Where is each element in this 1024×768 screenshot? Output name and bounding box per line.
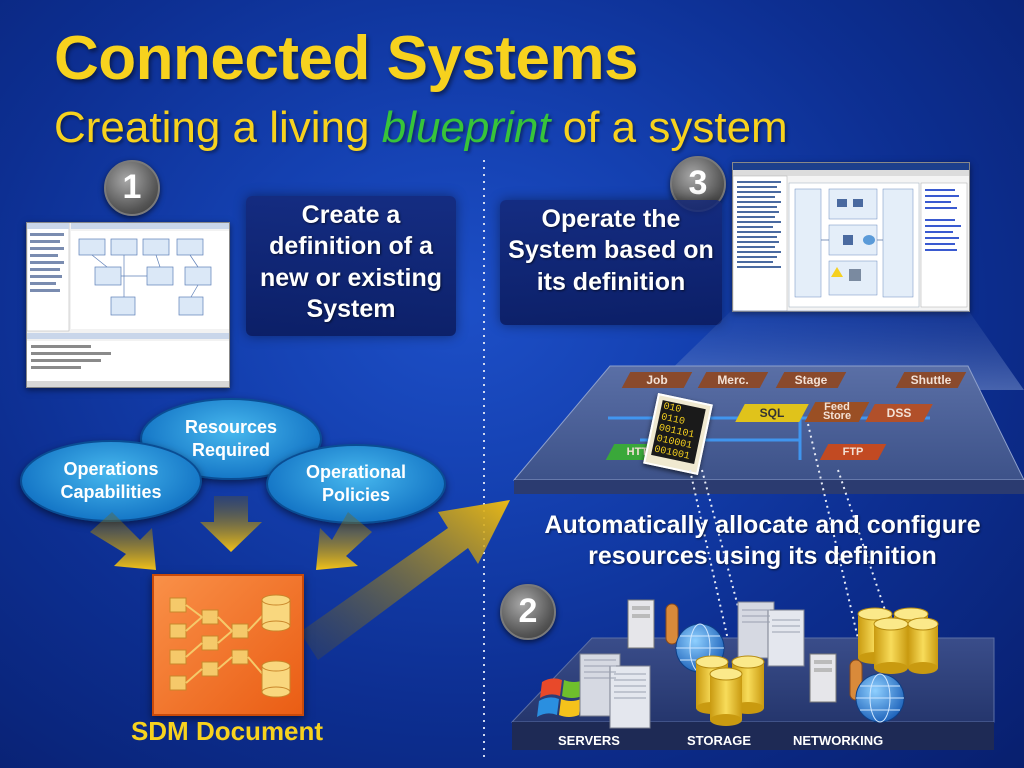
- designer-screenshot: [26, 222, 230, 388]
- step-2-text: Automatically allocate and configure res…: [544, 511, 981, 571]
- arrow-down-center: [200, 496, 262, 552]
- step-3-text: Operate the System based on its definiti…: [500, 200, 722, 325]
- windows-logo-icon: [537, 678, 584, 717]
- subtitle-before: Creating a living: [54, 103, 382, 152]
- arrow-down-right: [316, 512, 372, 570]
- sdm-document-icon: [152, 574, 304, 716]
- operations-console-screenshot: [732, 162, 970, 312]
- servers-label: SERVERS: [558, 733, 620, 748]
- slide-subtitle: Creating a living blueprint of a system: [54, 106, 788, 150]
- storage-label: STORAGE: [687, 733, 752, 748]
- networking-label: NETWORKING: [793, 733, 884, 748]
- server-tower-icon: [809, 653, 863, 703]
- network-globe-icon: [855, 673, 905, 723]
- resources-required-label: Resources Required: [184, 416, 278, 460]
- divider-line: [483, 160, 485, 760]
- operations-console-image: [733, 163, 969, 311]
- subtitle-emphasis: blueprint: [381, 103, 551, 152]
- step-1-badge: 1: [104, 160, 160, 216]
- designer-screenshot-image: [27, 223, 229, 387]
- step-2-badge: 2: [500, 584, 556, 640]
- arrow-down-left: [90, 512, 156, 570]
- arrow-to-step-3: [300, 500, 510, 660]
- slide-title: Connected Systems: [54, 24, 639, 93]
- subtitle-after: of a system: [550, 103, 788, 152]
- operations-capabilities-label: Operations Capabilities: [60, 458, 162, 502]
- resources-slab-front: [512, 722, 994, 750]
- resources-layer: [510, 599, 995, 750]
- storage-cylinders-icon: [857, 607, 939, 674]
- sdm-hierarchy-graphic: [169, 594, 291, 698]
- server-tower-icon: [627, 599, 679, 649]
- operational-policies-label: Operational Policies: [305, 461, 407, 505]
- sdm-document-label: SDM Document: [130, 716, 324, 746]
- server-rack-icon: [737, 601, 805, 667]
- platform-slab-front: [514, 480, 1024, 494]
- server-rack-icon: [579, 653, 651, 729]
- storage-cylinders-icon: [695, 655, 765, 726]
- step-1-text: Create a definition of a new or existing…: [246, 196, 456, 336]
